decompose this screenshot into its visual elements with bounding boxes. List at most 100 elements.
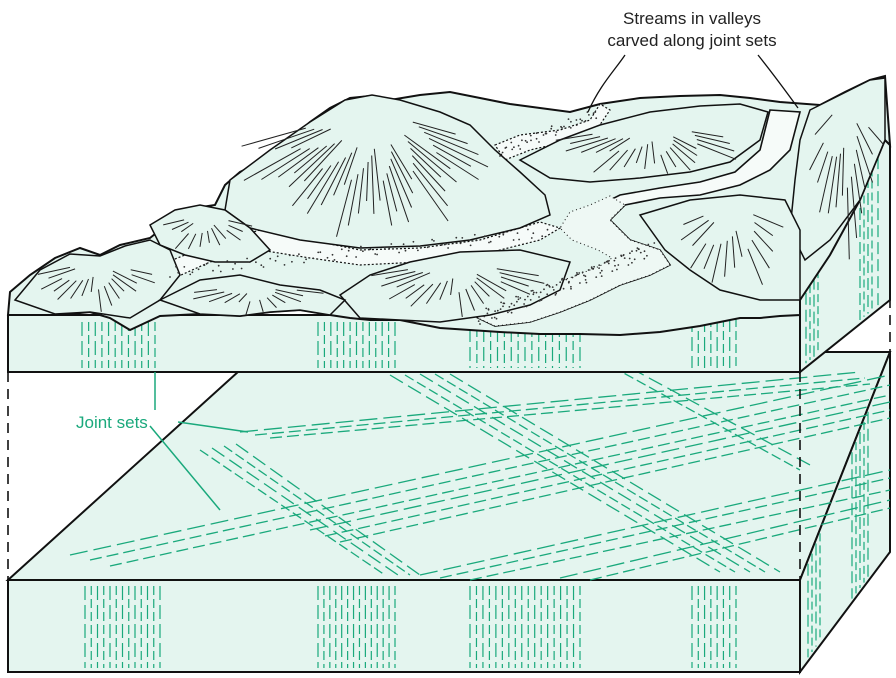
stipple-dot: [578, 272, 580, 274]
stipple-dot: [490, 241, 492, 243]
stipple-dot: [598, 267, 600, 269]
stipple-dot: [563, 126, 565, 128]
stipple-dot: [513, 146, 515, 148]
stipple-dot: [644, 250, 646, 252]
stipple-dot: [431, 239, 433, 241]
stipple-dot: [606, 261, 608, 263]
stipple-dot: [470, 245, 472, 247]
stipple-dot: [212, 270, 214, 272]
stipple-dot: [455, 237, 457, 239]
stipple-dot: [536, 138, 538, 140]
stipple-dot: [551, 125, 553, 127]
stipple-dot: [653, 242, 655, 244]
stipple-dot: [629, 252, 631, 254]
stipple-dot: [547, 229, 549, 231]
stipple-dot: [598, 264, 600, 266]
stipple-dot: [175, 266, 177, 268]
stipple-dot: [483, 316, 485, 318]
stipple-dot: [588, 114, 590, 116]
stipple-dot: [503, 303, 505, 305]
stipple-dot: [601, 270, 603, 272]
stipple-dot: [615, 257, 617, 259]
stipple-dot: [480, 315, 482, 317]
stipple-dot: [327, 257, 329, 259]
stipple-dot: [494, 310, 496, 312]
stipple-dot: [546, 284, 548, 286]
stipple-dot: [497, 310, 499, 312]
stipple-dot: [303, 262, 305, 264]
stipple-dot: [647, 244, 649, 246]
stipple-dot: [488, 242, 490, 244]
stipple-dot: [204, 264, 206, 266]
stipple-dot: [511, 149, 513, 151]
stipple-dot: [588, 269, 590, 271]
stipple-dot: [493, 313, 495, 315]
stipple-dot: [504, 147, 506, 149]
joint-sets-label: Joint sets: [76, 413, 148, 432]
stipple-dot: [532, 232, 534, 234]
lower-block-front-face: [8, 580, 800, 672]
stipple-dot: [543, 134, 545, 136]
stipple-dot: [595, 117, 597, 119]
stipple-dot: [591, 266, 593, 268]
stipple-dot: [556, 284, 558, 286]
stipple-dot: [515, 296, 517, 298]
stipple-dot: [532, 293, 534, 295]
stipple-dot: [525, 140, 527, 142]
stipple-dot: [183, 266, 185, 268]
stipple-dot: [592, 268, 594, 270]
stipple-dot: [531, 237, 533, 239]
stipple-dot: [346, 255, 348, 257]
stipple-dot: [263, 266, 265, 268]
stipple-dot: [189, 274, 191, 276]
stipple-dot: [192, 271, 194, 273]
stipple-dot: [499, 155, 501, 157]
stipple-dot: [220, 271, 222, 273]
stipple-dot: [530, 140, 532, 142]
stipple-dot: [621, 255, 623, 257]
stipple-dot: [563, 278, 565, 280]
stipple-dot: [608, 263, 610, 265]
stipple-dot: [518, 298, 520, 300]
stipple-dot: [519, 148, 521, 150]
stipple-dot: [275, 260, 277, 262]
stipple-dot: [521, 139, 523, 141]
stipple-dot: [556, 131, 558, 133]
stipple-dot: [608, 260, 610, 262]
stipple-dot: [269, 258, 271, 260]
stipple-dot: [539, 300, 541, 302]
stipple-dot: [413, 241, 415, 243]
stipple-dot: [604, 262, 606, 264]
stipple-dot: [593, 266, 595, 268]
stipple-dot: [518, 239, 520, 241]
stipple-dot: [511, 312, 513, 314]
stipple-dot: [565, 279, 567, 281]
stipple-dot: [536, 132, 538, 134]
stipple-dot: [624, 257, 626, 259]
stipple-dot: [246, 258, 248, 260]
stipple-dot: [500, 308, 502, 310]
stipple-dot: [398, 252, 400, 254]
stipple-dot: [289, 255, 291, 257]
stipple-dot: [234, 263, 236, 265]
stipple-dot: [502, 305, 504, 307]
stipple-dot: [260, 264, 262, 266]
stipple-dot: [348, 250, 350, 252]
stipple-dot: [317, 252, 319, 254]
stipple-dot: [284, 264, 286, 266]
stipple-dot: [595, 276, 597, 278]
stipple-dot: [585, 120, 587, 122]
stipple-dot: [248, 261, 250, 263]
stipple-dot: [582, 271, 584, 273]
stipple-dot: [232, 268, 234, 270]
upper-block: [8, 76, 890, 372]
stipple-dot: [447, 247, 449, 249]
stipple-dot: [527, 229, 529, 231]
stipple-dot: [389, 247, 391, 249]
stipple-dot: [611, 270, 613, 272]
stipple-dot: [536, 292, 538, 294]
stipple-dot: [579, 282, 581, 284]
stipple-dot: [390, 243, 392, 245]
stipple-dot: [552, 286, 554, 288]
stipple-dot: [517, 232, 519, 234]
